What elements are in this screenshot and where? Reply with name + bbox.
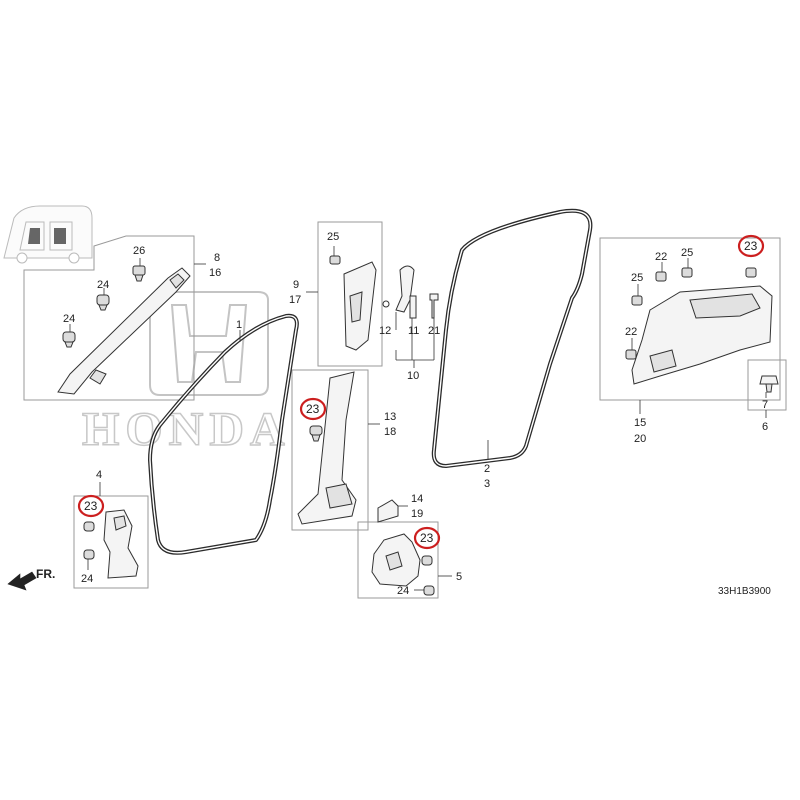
clip-23-rear-lower	[421, 555, 433, 566]
callout-6: 6	[762, 421, 768, 433]
callout-4: 4	[96, 469, 102, 481]
callout-7: 7	[762, 399, 768, 411]
callout-11: 11	[408, 325, 419, 337]
callout-labels: 8 16 26 24 24 1 9 17 25 12 11 21 10 13 1…	[63, 231, 768, 597]
callout-17: 17	[289, 294, 301, 306]
highlight-23-b-pillar: 23	[299, 397, 327, 421]
honda-watermark: HONDA	[81, 291, 291, 457]
callout-20: 20	[634, 433, 646, 445]
group-boxes	[23, 221, 787, 599]
svg-text:23: 23	[84, 499, 98, 513]
callout-3: 3	[484, 478, 490, 490]
clip-23-rear-quarter	[745, 267, 757, 278]
clip-25-b	[631, 295, 643, 306]
arrow-icon	[7, 571, 37, 591]
callout-24: 24	[81, 573, 93, 585]
clip-22-b	[625, 349, 637, 360]
front-direction-arrow: FR.	[7, 567, 55, 591]
callout-2: 2	[484, 463, 490, 475]
b-pillar-upper-trim	[329, 255, 377, 351]
callout-9: 9	[293, 279, 299, 291]
b-pillar-lower-trim	[297, 371, 357, 525]
callout-25: 25	[681, 247, 693, 259]
diagram-code: 33H1B3900	[718, 586, 771, 597]
clip-24-rear-lower	[423, 585, 435, 596]
group-box-rear-lower-trim	[357, 521, 439, 599]
callout-1: 1	[236, 319, 242, 331]
callout-5: 5	[456, 571, 462, 583]
group-box-b-pillar-lower	[291, 369, 369, 531]
callout-13: 13	[384, 411, 396, 423]
callout-24: 24	[63, 313, 75, 325]
callout-25: 25	[631, 272, 643, 284]
clip-25-a	[681, 267, 693, 278]
highlight-23-left: 23	[77, 494, 105, 518]
callout-10: 10	[407, 370, 419, 382]
callout-14: 14	[411, 493, 423, 505]
group-box-b-pillar-upper	[317, 221, 383, 367]
clip-23-left	[83, 521, 95, 532]
a-pillar-garnish	[57, 267, 191, 395]
clip-26	[132, 265, 146, 282]
vehicle-thumbnail	[3, 205, 93, 264]
callout-18: 18	[384, 426, 396, 438]
rear-quarter-trim	[625, 267, 773, 385]
highlighted-callouts: 23 23 23 23	[77, 234, 765, 550]
callout-15: 15	[634, 417, 646, 429]
group-box-left-lower-trim	[73, 495, 149, 589]
group-box-a-pillar	[23, 235, 195, 401]
rear-door-seal	[431, 208, 593, 468]
rear-clip-7	[759, 375, 779, 393]
honda-h-logo	[149, 291, 269, 396]
group-box-rear-clip	[747, 359, 787, 411]
clip-24-a	[96, 294, 110, 311]
callout-22: 22	[625, 326, 637, 338]
callout-21: 21	[428, 325, 440, 337]
watermark-brand-text: HONDA	[82, 403, 291, 456]
callout-8: 8	[214, 252, 220, 264]
callout-24: 24	[397, 585, 409, 597]
group-box-rear-quarter-trim	[599, 237, 781, 401]
callout-12: 12	[379, 325, 391, 337]
highlight-23-rear-lower: 23	[413, 526, 441, 550]
callout-25: 25	[327, 231, 339, 243]
callout-16: 16	[209, 267, 221, 279]
callout-19: 19	[411, 508, 423, 520]
front-door-seal	[148, 313, 299, 555]
callout-24: 24	[97, 279, 109, 291]
clip-24-b	[62, 331, 76, 348]
highlight-23-rear-quarter: 23	[737, 234, 765, 258]
callout-26: 26	[133, 245, 145, 257]
clip-23-b-pillar	[309, 425, 323, 442]
svg-text:23: 23	[744, 239, 758, 253]
front-label: FR.	[36, 567, 55, 581]
svg-text:23: 23	[420, 531, 434, 545]
left-lower-trim	[83, 509, 139, 579]
callout-22: 22	[655, 251, 667, 263]
clip-22-a	[655, 271, 667, 282]
rear-lower-trim	[371, 533, 435, 596]
leader-lines	[69, 246, 767, 591]
trim-panel-14	[377, 499, 399, 523]
clip-25-b-pillar	[329, 255, 341, 265]
svg-text:23: 23	[306, 402, 320, 416]
clip-24-left	[83, 549, 95, 560]
grab-handle-assembly	[382, 265, 439, 319]
